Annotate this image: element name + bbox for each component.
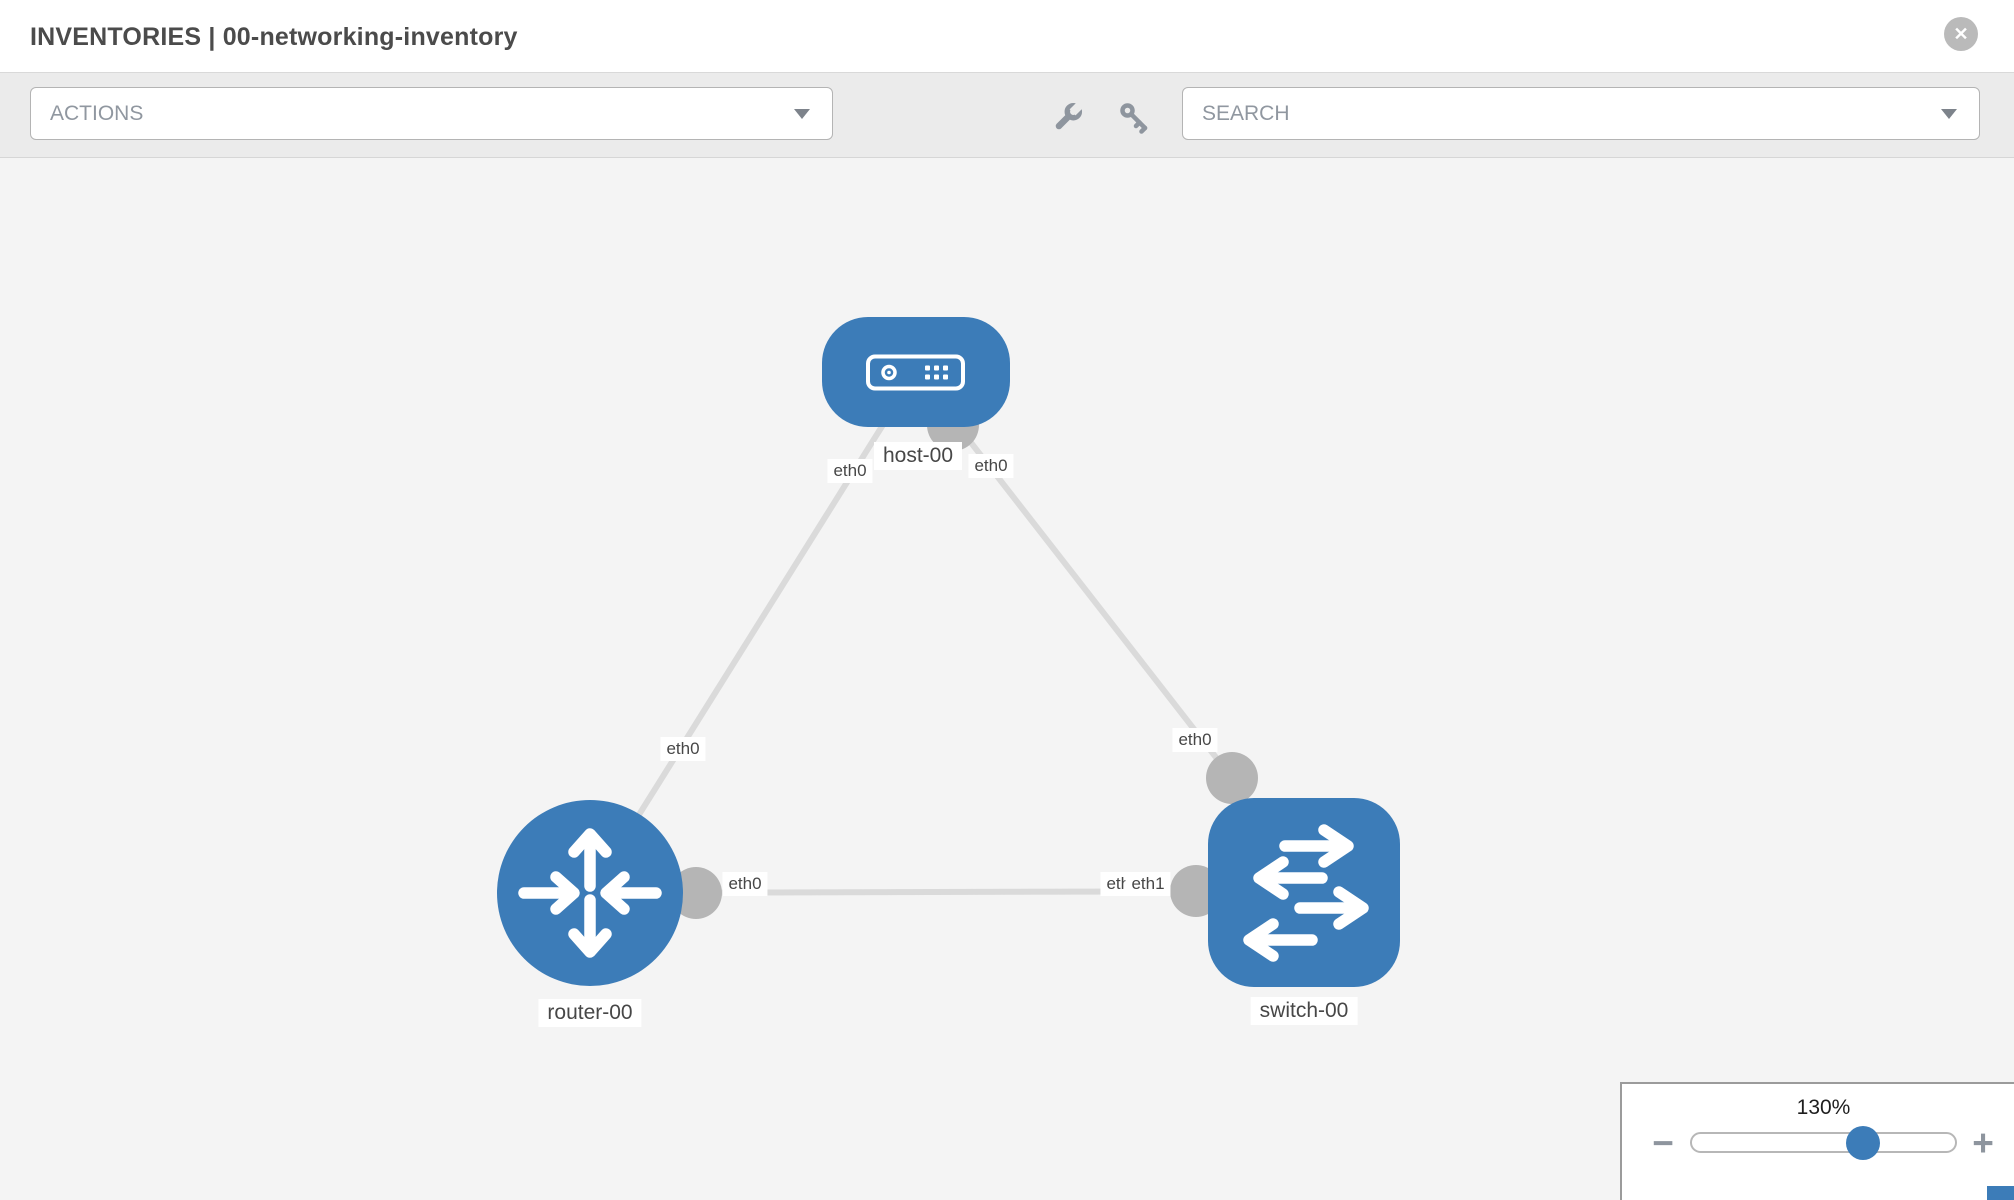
- actions-dropdown[interactable]: ACTIONS: [30, 87, 833, 140]
- node-switch-00[interactable]: [1208, 798, 1400, 987]
- search-dropdown[interactable]: SEARCH: [1182, 87, 1980, 140]
- interface-label-host-switch-host-end: eth0: [968, 454, 1014, 478]
- interface-label-host-router-router-end: eth0: [660, 737, 706, 761]
- wrench-icon[interactable]: [1051, 100, 1085, 134]
- key-icon[interactable]: [1117, 100, 1151, 134]
- interface-label-router-switch-switch-end: eth1: [1125, 872, 1171, 896]
- node-label-host-00: host-00: [873, 442, 963, 470]
- router-icon: [518, 828, 662, 958]
- interface-label-host-switch-switch-end: eth0: [1172, 728, 1218, 752]
- port-router-eth0[interactable]: [670, 867, 722, 919]
- zoom-slider[interactable]: [1690, 1132, 1957, 1153]
- modal-header: INVENTORIES | 00-networking-inventory ✕: [0, 0, 2014, 73]
- interface-label-host-router-host-end: eth0: [827, 459, 873, 483]
- node-host-00[interactable]: [822, 317, 1010, 427]
- corner-accent: [1987, 1186, 2014, 1200]
- zoom-level-value: 130%: [1796, 1096, 1851, 1119]
- node-label-router-00: router-00: [538, 999, 642, 1027]
- ports: [670, 399, 1258, 919]
- close-button[interactable]: ✕: [1944, 17, 1978, 51]
- host-icon: [866, 354, 965, 391]
- zoom-control-panel: 130% − +: [1620, 1082, 2014, 1200]
- switch-icon: [1243, 824, 1369, 962]
- actions-dropdown-label: ACTIONS: [50, 101, 144, 125]
- node-label-switch-00: switch-00: [1250, 997, 1358, 1025]
- link-host-router[interactable]: [587, 370, 919, 895]
- zoom-slider-handle[interactable]: [1846, 1126, 1880, 1160]
- zoom-in-button[interactable]: +: [1972, 1122, 1994, 1164]
- close-icon: ✕: [1953, 24, 1969, 44]
- zoom-out-button[interactable]: −: [1652, 1122, 1674, 1164]
- node-router-00[interactable]: [497, 800, 683, 986]
- chevron-down-icon: [1941, 108, 1957, 119]
- search-dropdown-label: SEARCH: [1202, 101, 1290, 125]
- toolbar: ACTIONS SEARCH: [0, 73, 2014, 158]
- port-switch-eth0[interactable]: [1206, 752, 1258, 804]
- page-title: INVENTORIES | 00-networking-inventory: [30, 23, 518, 51]
- interface-label-router-switch-router-end: eth0: [722, 872, 768, 896]
- chevron-down-icon: [794, 108, 810, 119]
